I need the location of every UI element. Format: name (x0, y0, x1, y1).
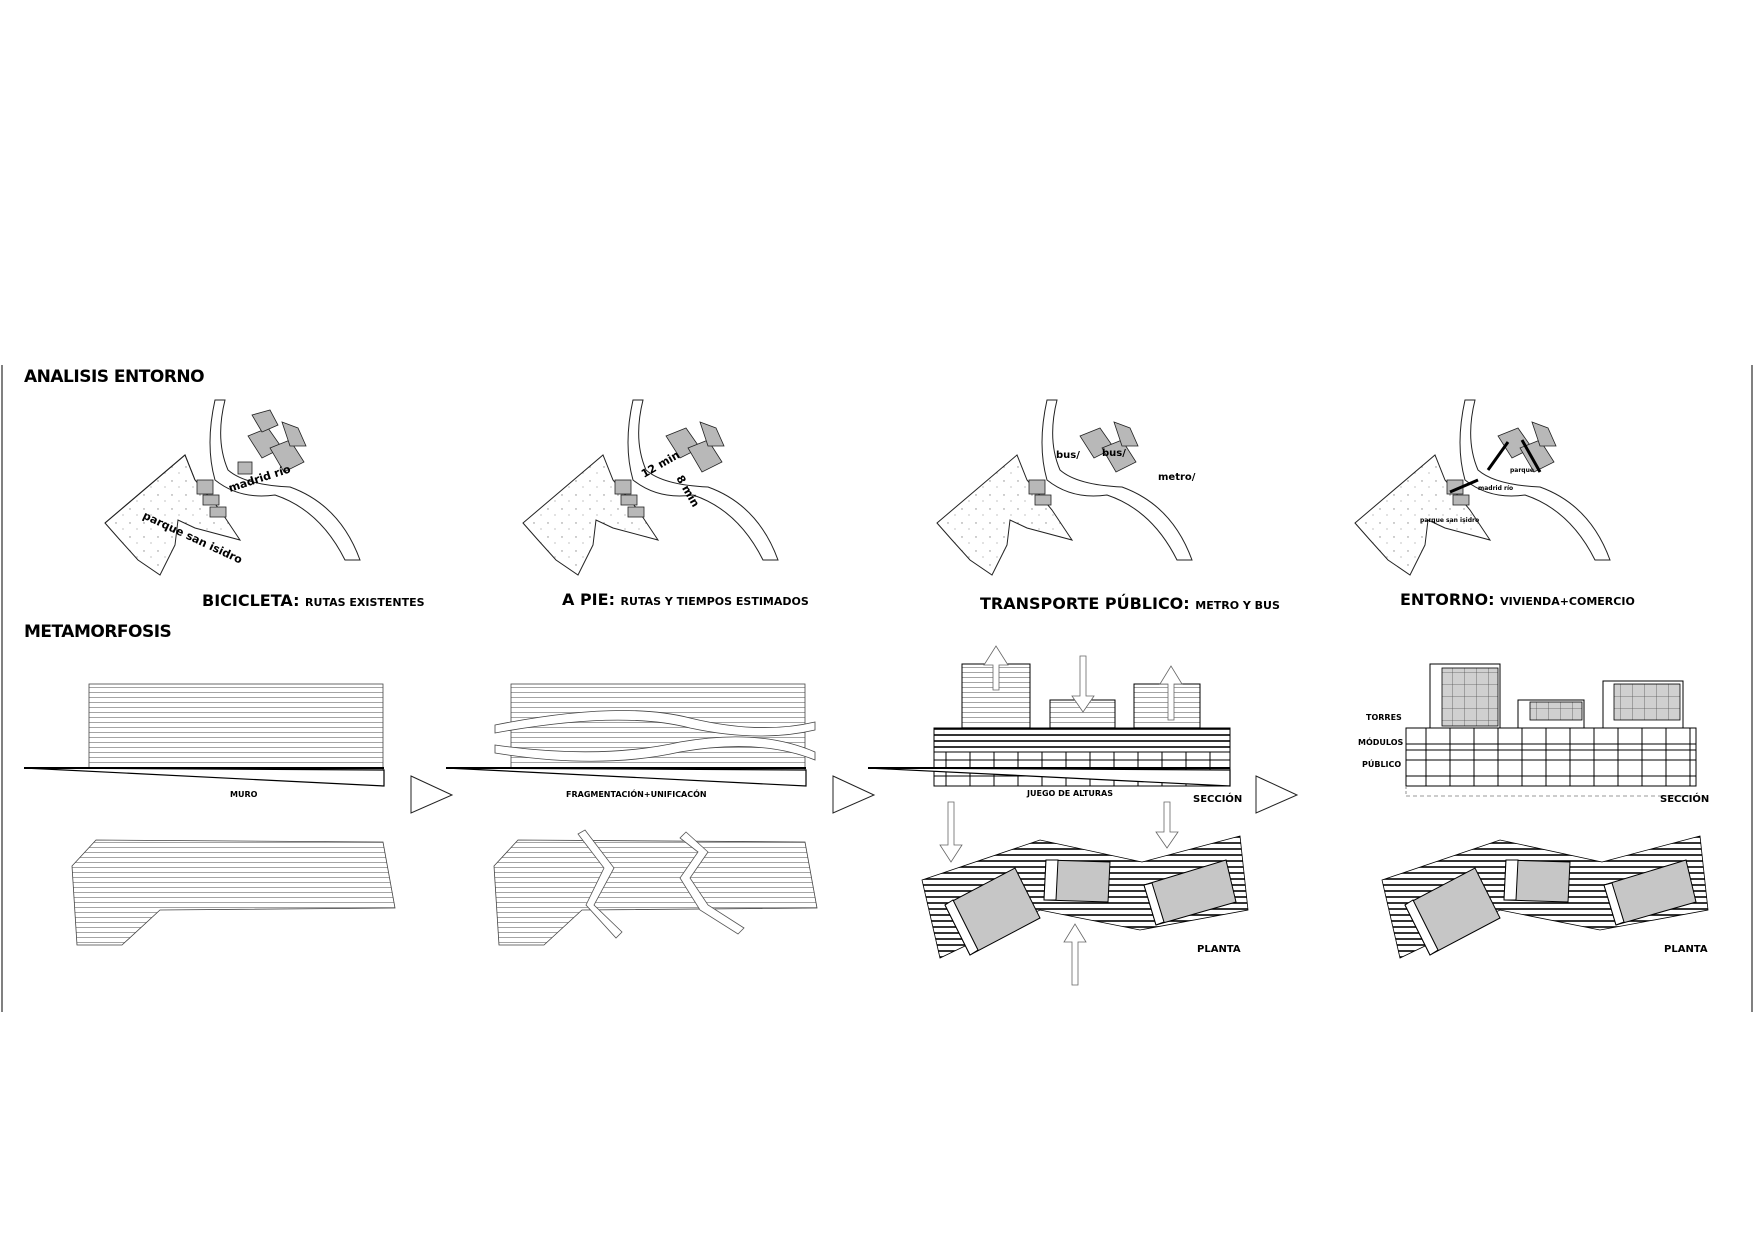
next-arrow-icon (832, 775, 876, 814)
next-arrow-icon (1255, 775, 1299, 814)
step-result-section (1405, 663, 1697, 797)
map-title-transporte: TRANSPORTE PÚBLICO: METRO Y BUS (980, 594, 1280, 613)
section-title-analisis: ANALISIS ENTORNO (24, 367, 204, 387)
step-label-fragmentacion: FRAGMENTACIÓN+UNIFICACÓN (566, 788, 707, 799)
step-alturas-section (867, 645, 1231, 787)
site-map-transporte: bus/ bus/ metro/ (936, 399, 1196, 576)
map-label: parque (1510, 467, 1534, 474)
step-alturas-plan (921, 801, 1249, 986)
layer-label-modulos: MÓDULOS (1358, 736, 1404, 747)
map-label: 12 min (639, 448, 682, 480)
map-title-entorno: ENTORNO: VIVIENDA+COMERCIO (1400, 590, 1635, 609)
step-muro-section (23, 683, 385, 787)
map-label: bus/ (1102, 448, 1126, 459)
layer-label-torres: TORRES (1366, 713, 1402, 722)
step-fragmentacion-plan (493, 829, 818, 946)
site-map-bicicleta: madrid río parque san isidro (104, 399, 361, 576)
map-label: metro/ (1158, 472, 1196, 483)
step-muro-plan (71, 839, 396, 946)
map-label: madrid río (1478, 485, 1513, 492)
next-arrow-icon (410, 775, 454, 814)
seccion-label: SECCIÓN (1660, 792, 1709, 805)
site-map-a-pie: 12 min 8 min (522, 399, 779, 576)
map-label: parque san isidro (1420, 517, 1479, 524)
step-label-muro: MURO (230, 790, 258, 799)
map-title-bicicleta: BICICLETA: RUTAS EXISTENTES (202, 591, 425, 610)
step-label-alturas: JUEGO DE ALTURAS (1026, 789, 1113, 798)
layer-label-publico: PÚBLICO (1362, 758, 1401, 769)
step-fragmentacion-section (445, 683, 816, 787)
step-result-plan (1381, 835, 1709, 959)
map-title-a-pie: A PIE: RUTAS Y TIEMPOS ESTIMADOS (562, 590, 809, 609)
planta-label: PLANTA (1664, 944, 1708, 955)
site-map-entorno: parque san isidro madrid río parque (1354, 399, 1611, 576)
section-title-metamorfosis: METAMORFOSIS (24, 622, 171, 642)
planta-label: PLANTA (1197, 944, 1241, 955)
seccion-label: SECCIÓN (1193, 792, 1242, 805)
map-label: bus/ (1056, 450, 1080, 461)
